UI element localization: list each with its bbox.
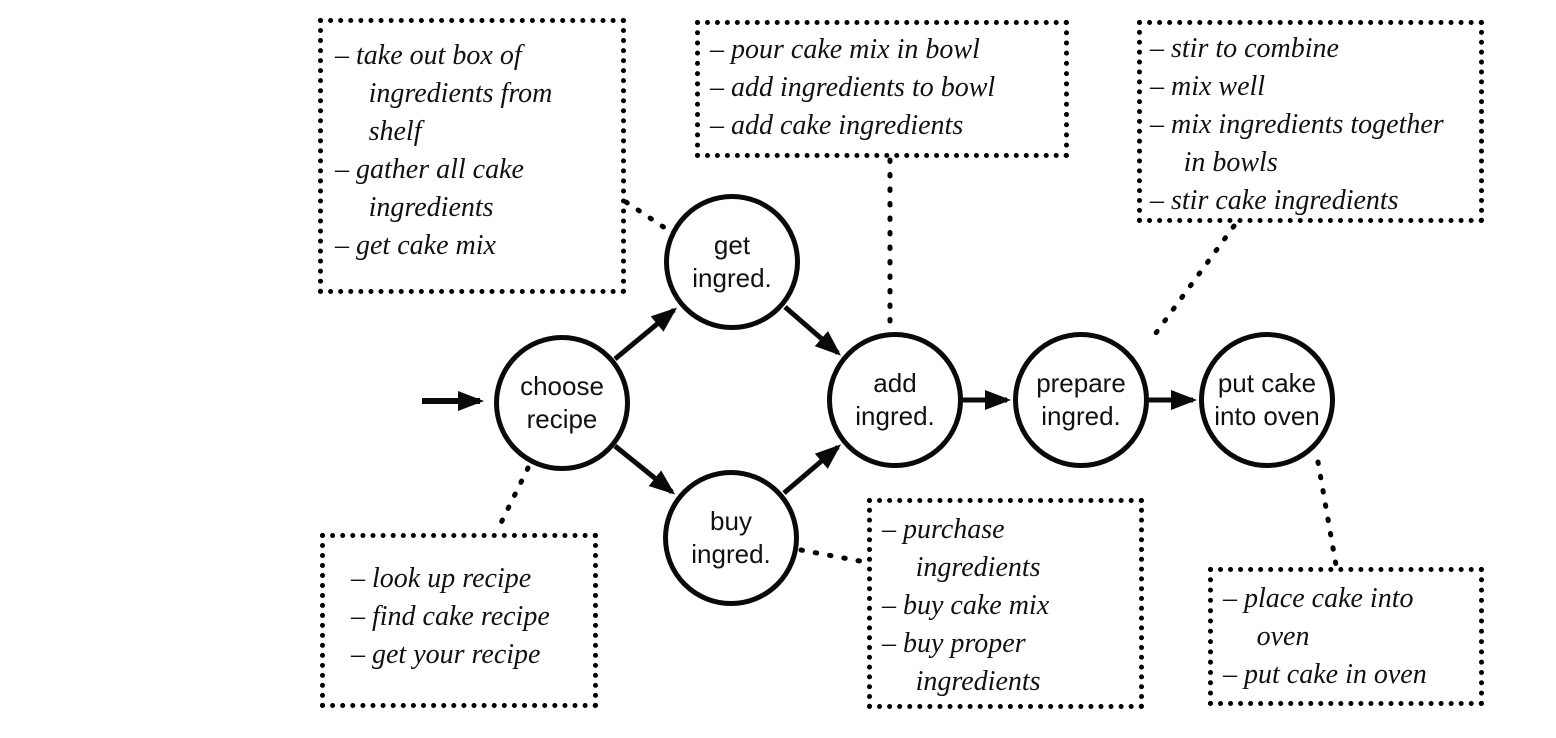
annotation-box-top-left: – take out box of ingredients from shelf… <box>318 18 626 294</box>
annotation-item: – stir to combine <box>1150 33 1339 64</box>
node-label: choose recipe <box>520 371 604 434</box>
annotation-item: – look up recipe <box>351 563 532 594</box>
flow-node-get-ingred: get ingred. <box>664 194 800 330</box>
annotation-box-bottom-right: – place cake into oven – put cake in oven <box>1208 567 1484 706</box>
annotation-item: – gather all cake ingredients <box>335 154 524 223</box>
annotation-item: – buy proper ingredients <box>882 628 1041 697</box>
edge-buy-to-add <box>782 444 842 495</box>
flow-node-put-cake-into-oven: put cake into oven <box>1199 332 1335 468</box>
annotation-item: – put cake in oven <box>1223 659 1427 690</box>
connector-choose-to-bottomleft <box>494 465 531 534</box>
annotation-item: – add ingredients to bowl <box>710 72 996 103</box>
annotation-box-bottom-left: – look up recipe – find cake recipe – get … <box>320 533 598 708</box>
node-label: get ingred. <box>692 230 772 293</box>
annotation-item: – get cake mix <box>335 230 496 261</box>
flow-node-choose-recipe: choose recipe <box>494 335 630 471</box>
flow-node-buy-ingred: buy ingred. <box>663 470 799 606</box>
annotation-item: – purchase ingredients <box>882 514 1041 583</box>
annotation-item: – find cake recipe <box>351 601 550 632</box>
annotation-item: – pour cake mix in bowl <box>710 34 980 65</box>
edge-choose-to-get <box>613 307 678 361</box>
flow-node-prepare-ingred: prepare ingred. <box>1013 332 1149 468</box>
annotation-item: – buy cake mix <box>882 590 1050 621</box>
connector-oven-to-bottomright <box>1315 459 1339 568</box>
edge-choose-to-buy <box>613 444 676 495</box>
connector-buy-to-bottommiddle <box>798 547 868 565</box>
annotation-item: – mix ingredients together in bowls <box>1150 109 1444 178</box>
annotation-box-bottom-middle: – purchase ingredients – buy cake mix – bu… <box>867 498 1144 709</box>
annotation-box-top-middle: – pour cake mix in bowl – add ingredients… <box>695 20 1069 158</box>
annotation-item: – add cake ingredients <box>710 110 964 141</box>
node-label: buy ingred. <box>691 506 771 569</box>
annotation-item: – stir cake ingredients <box>1150 185 1399 216</box>
annotation-item: – get your recipe <box>351 639 541 670</box>
node-label: prepare ingred. <box>1036 368 1126 431</box>
annotation-item: – take out box of ingredients from shelf <box>335 40 553 147</box>
node-label: add ingred. <box>855 368 935 431</box>
annotation-item: – place cake into oven <box>1223 583 1414 652</box>
edge-get-to-add <box>783 305 842 356</box>
flow-node-add-ingred: add ingred. <box>827 332 963 468</box>
connector-topright-to-prepare <box>1150 223 1237 340</box>
node-label: put cake into oven <box>1214 368 1320 431</box>
annotation-box-top-right: – stir to combine – mix well – mix ingredi… <box>1137 20 1484 223</box>
connector-topleft-to-get <box>623 199 671 233</box>
annotation-item: – mix well <box>1150 71 1266 102</box>
